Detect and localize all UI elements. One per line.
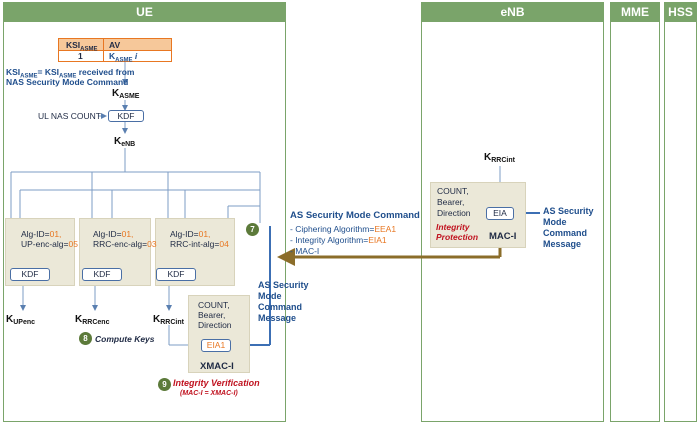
ksi-av-table: KSIASME AV 1 KASME i [58, 38, 172, 64]
as-cmd-integrity: - Integrity Algorithm=EIA1 [290, 235, 387, 245]
key-krrcint: KRRCint [153, 314, 184, 326]
as-cmd-maci: - MAC-I [290, 246, 320, 256]
panel2-alg-type: RRC-enc-alg=03 [93, 239, 157, 249]
ul-nas-count-label: UL NAS COUNT [38, 111, 101, 121]
step-7-badge: 7 [246, 223, 259, 236]
ue-msg-line2: Mode [258, 291, 282, 301]
enb-lane: eNB [421, 2, 604, 422]
enb-msg-line3: Command [543, 228, 588, 238]
header-av: AV [109, 40, 121, 50]
table-header [59, 39, 171, 50]
mme-lane: MME [610, 2, 660, 422]
cell-ksi-value: 1 [78, 51, 83, 61]
ue-lane-title: UE [4, 3, 285, 22]
panel2-alg-id: Alg-ID=01, [93, 229, 134, 239]
kdf-box-upenc: KDF [10, 268, 50, 281]
panel3-alg-id: Alg-ID=01, [170, 229, 211, 239]
eia-box: EIA [486, 207, 514, 220]
as-cmd-ciphering: - Ciphering Algorithm=EEA1 [290, 224, 397, 234]
mme-lane-title: MME [611, 3, 659, 22]
xmac-label: XMAC-I [200, 361, 234, 372]
enb-msg-line4: Message [543, 239, 582, 249]
enb-msg-line2: Mode [543, 217, 567, 227]
ue-msg-line4: Message [258, 313, 297, 323]
ue-count-line3: Direction [198, 320, 232, 330]
integrity-protection-line2: Protection [436, 232, 479, 242]
hss-lane: HSS [664, 2, 697, 422]
key-kenb: KeNB [114, 136, 136, 148]
step-9-badge: 9 [158, 378, 171, 391]
ue-lane: UE [3, 2, 286, 422]
ue-msg-line1: AS Security [258, 280, 309, 290]
kdf-box-kenb: KDF [108, 110, 144, 122]
table-row-divider [59, 50, 171, 51]
key-kupenc: KUPenc [6, 314, 36, 326]
key-krrcenc: KRRCenc [75, 314, 110, 326]
enb-count-line2: Bearer, [437, 197, 465, 207]
step-8-label: Compute Keys [95, 334, 155, 344]
panel3-alg-type: RRC-int-alg=04 [170, 239, 229, 249]
kdf-box-rrcint: KDF [156, 268, 196, 281]
ksi-received-note-line2: NAS Security Mode Command [6, 77, 129, 87]
enb-count-line3: Direction [437, 208, 471, 218]
step-9-label: Integrity Verification [173, 378, 260, 388]
eia1-box: EIA1 [201, 339, 231, 352]
integrity-protection-line1: Integrity [436, 222, 470, 232]
enb-lane-title: eNB [422, 3, 603, 22]
cell-kasme: KASME i [109, 51, 138, 64]
mac-i-label: MAC-I [489, 231, 517, 242]
as-cmd-title: AS Security Mode Command [290, 210, 420, 221]
step-8-badge: 8 [79, 332, 92, 345]
key-krrcint-enb: KRRCint [484, 152, 515, 164]
ksi-received-note: KSIASME= KSIASME received from [6, 67, 135, 80]
enb-count-line1: COUNT, [437, 186, 469, 196]
ue-count-line2: Bearer, [198, 310, 226, 320]
hss-lane-title: HSS [665, 3, 696, 22]
key-kasme: KASME [112, 88, 140, 100]
ue-msg-line3: Command [258, 302, 303, 312]
panel1-alg-type: UP-enc-alg=05 [21, 239, 78, 249]
kdf-box-rrcenc: KDF [82, 268, 122, 281]
ue-count-line1: COUNT, [198, 300, 230, 310]
enb-msg-line1: AS Security [543, 206, 594, 216]
panel1-alg-id: Alg-ID=01, [21, 229, 62, 239]
header-ksi: KSIASME [66, 40, 98, 53]
ue-integrity-panel [188, 295, 250, 373]
step-9-sublabel: (MAC-I = XMAC-I) [180, 390, 238, 397]
